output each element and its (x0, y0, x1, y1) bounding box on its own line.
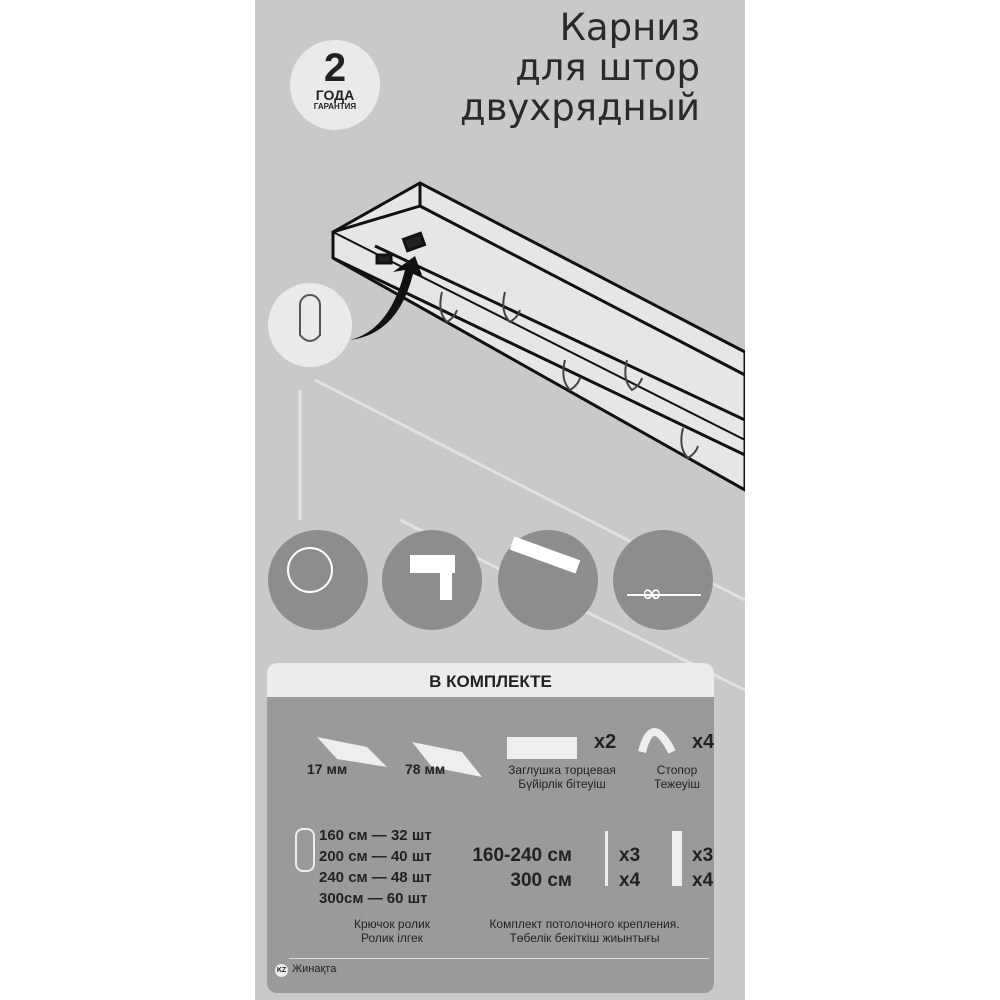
hook-count-row: 160 см — 32 шт (319, 827, 432, 844)
label-kz: Бүйірлік бітеуіш (518, 777, 606, 791)
profile-78-icon (412, 742, 482, 777)
drill-install-icon (382, 530, 482, 630)
qty: x4 (619, 870, 641, 891)
hook-count-row: 200 см — 40 шт (319, 848, 432, 865)
label-ru: Заглушка торцевая (508, 763, 616, 777)
stopper-icon (638, 728, 676, 754)
dowel-qty: x3 x4 (692, 843, 713, 893)
profile-width: 78 мм (405, 761, 446, 777)
mount-length: 300 см (510, 870, 572, 891)
kz-footer: KZ Жинақта (275, 963, 336, 977)
curtain-rail (331, 181, 745, 492)
label-ru: Комплект потолочного крепления. (489, 917, 680, 931)
screw-icon (605, 831, 608, 886)
label-kz: Төбелік бекіткіш жиынтығы (509, 931, 660, 945)
roller-hook-icon (299, 294, 321, 342)
stopper-label: Стопор Тежеуіш (642, 763, 712, 791)
warranty-years: 2 (323, 46, 347, 90)
qty: x3 (619, 845, 641, 866)
footer-text: Жинақта (292, 963, 337, 975)
kit-parts-art (317, 728, 676, 777)
mount-lengths: 160-240 см 300 см (462, 843, 572, 893)
roller-hook-icon (295, 828, 315, 872)
sun-resistant-icon (268, 530, 368, 630)
hook-detail-circle (268, 283, 352, 367)
mount-label: Комплект потолочного крепления. Төбелік … (462, 917, 707, 945)
mount-length: 160-240 см (472, 845, 572, 866)
profile-width: 17 мм (307, 761, 348, 777)
warranty-label: ГАРАНТИЯ (313, 102, 357, 111)
label-ru: Стопор (656, 763, 698, 777)
illustration: ∞ (268, 181, 745, 692)
warranty-badge: 2 ГОДА ГАРАНТИЯ (290, 40, 380, 130)
hook-label: Крючок ролик Ролик ілгек (327, 917, 457, 945)
qty: x4 (692, 870, 714, 891)
end-cap-qty: x2 (594, 731, 617, 753)
title-line: двухрядный (460, 86, 700, 129)
extendable-joint-icon (613, 530, 713, 630)
end-cap-label: Заглушка торцевая Бүйірлік бітеуіш (497, 763, 627, 791)
label-kz: Тежеуіш (653, 777, 701, 791)
hook-counts: 160 см — 32 шт 200 см — 40 шт 240 см — 4… (319, 825, 432, 909)
hook-count-row: 240 см — 48 шт (319, 869, 432, 886)
profile-17-icon (317, 737, 387, 767)
hook-icon (439, 291, 699, 460)
end-cap-icon (507, 737, 577, 759)
lang-badge: KZ (275, 964, 288, 977)
kit-heading: В КОМПЛЕКТЕ (267, 663, 714, 697)
dowel-icon (672, 831, 682, 886)
hook-count-row: 300см — 60 шт (319, 890, 428, 907)
package-front: ∞ Карниз для штор двухрядный 2 ГОДА ГАРА… (255, 0, 745, 1000)
label-kz: Ролик ілгек (361, 931, 423, 945)
stopper-qty: x4 (692, 731, 714, 753)
qty: x3 (692, 845, 714, 866)
title-line: Карниз (559, 6, 700, 49)
title-line: для штор (515, 46, 700, 89)
divider (289, 958, 709, 959)
product-title: Карниз для штор двухрядный (460, 8, 700, 128)
screw-qty: x3 x4 (619, 843, 640, 893)
label-ru: Крючок ролик (354, 917, 430, 931)
feature-icons: ∞ (268, 530, 713, 630)
arrow-icon (350, 256, 423, 340)
sliding-hook-rail-icon (498, 530, 598, 630)
warranty-unit: ГОДА (315, 87, 355, 103)
kit-contents-panel: В КОМПЛЕКТЕ 17 мм 78 мм x2 Заглушка торц… (267, 663, 714, 993)
